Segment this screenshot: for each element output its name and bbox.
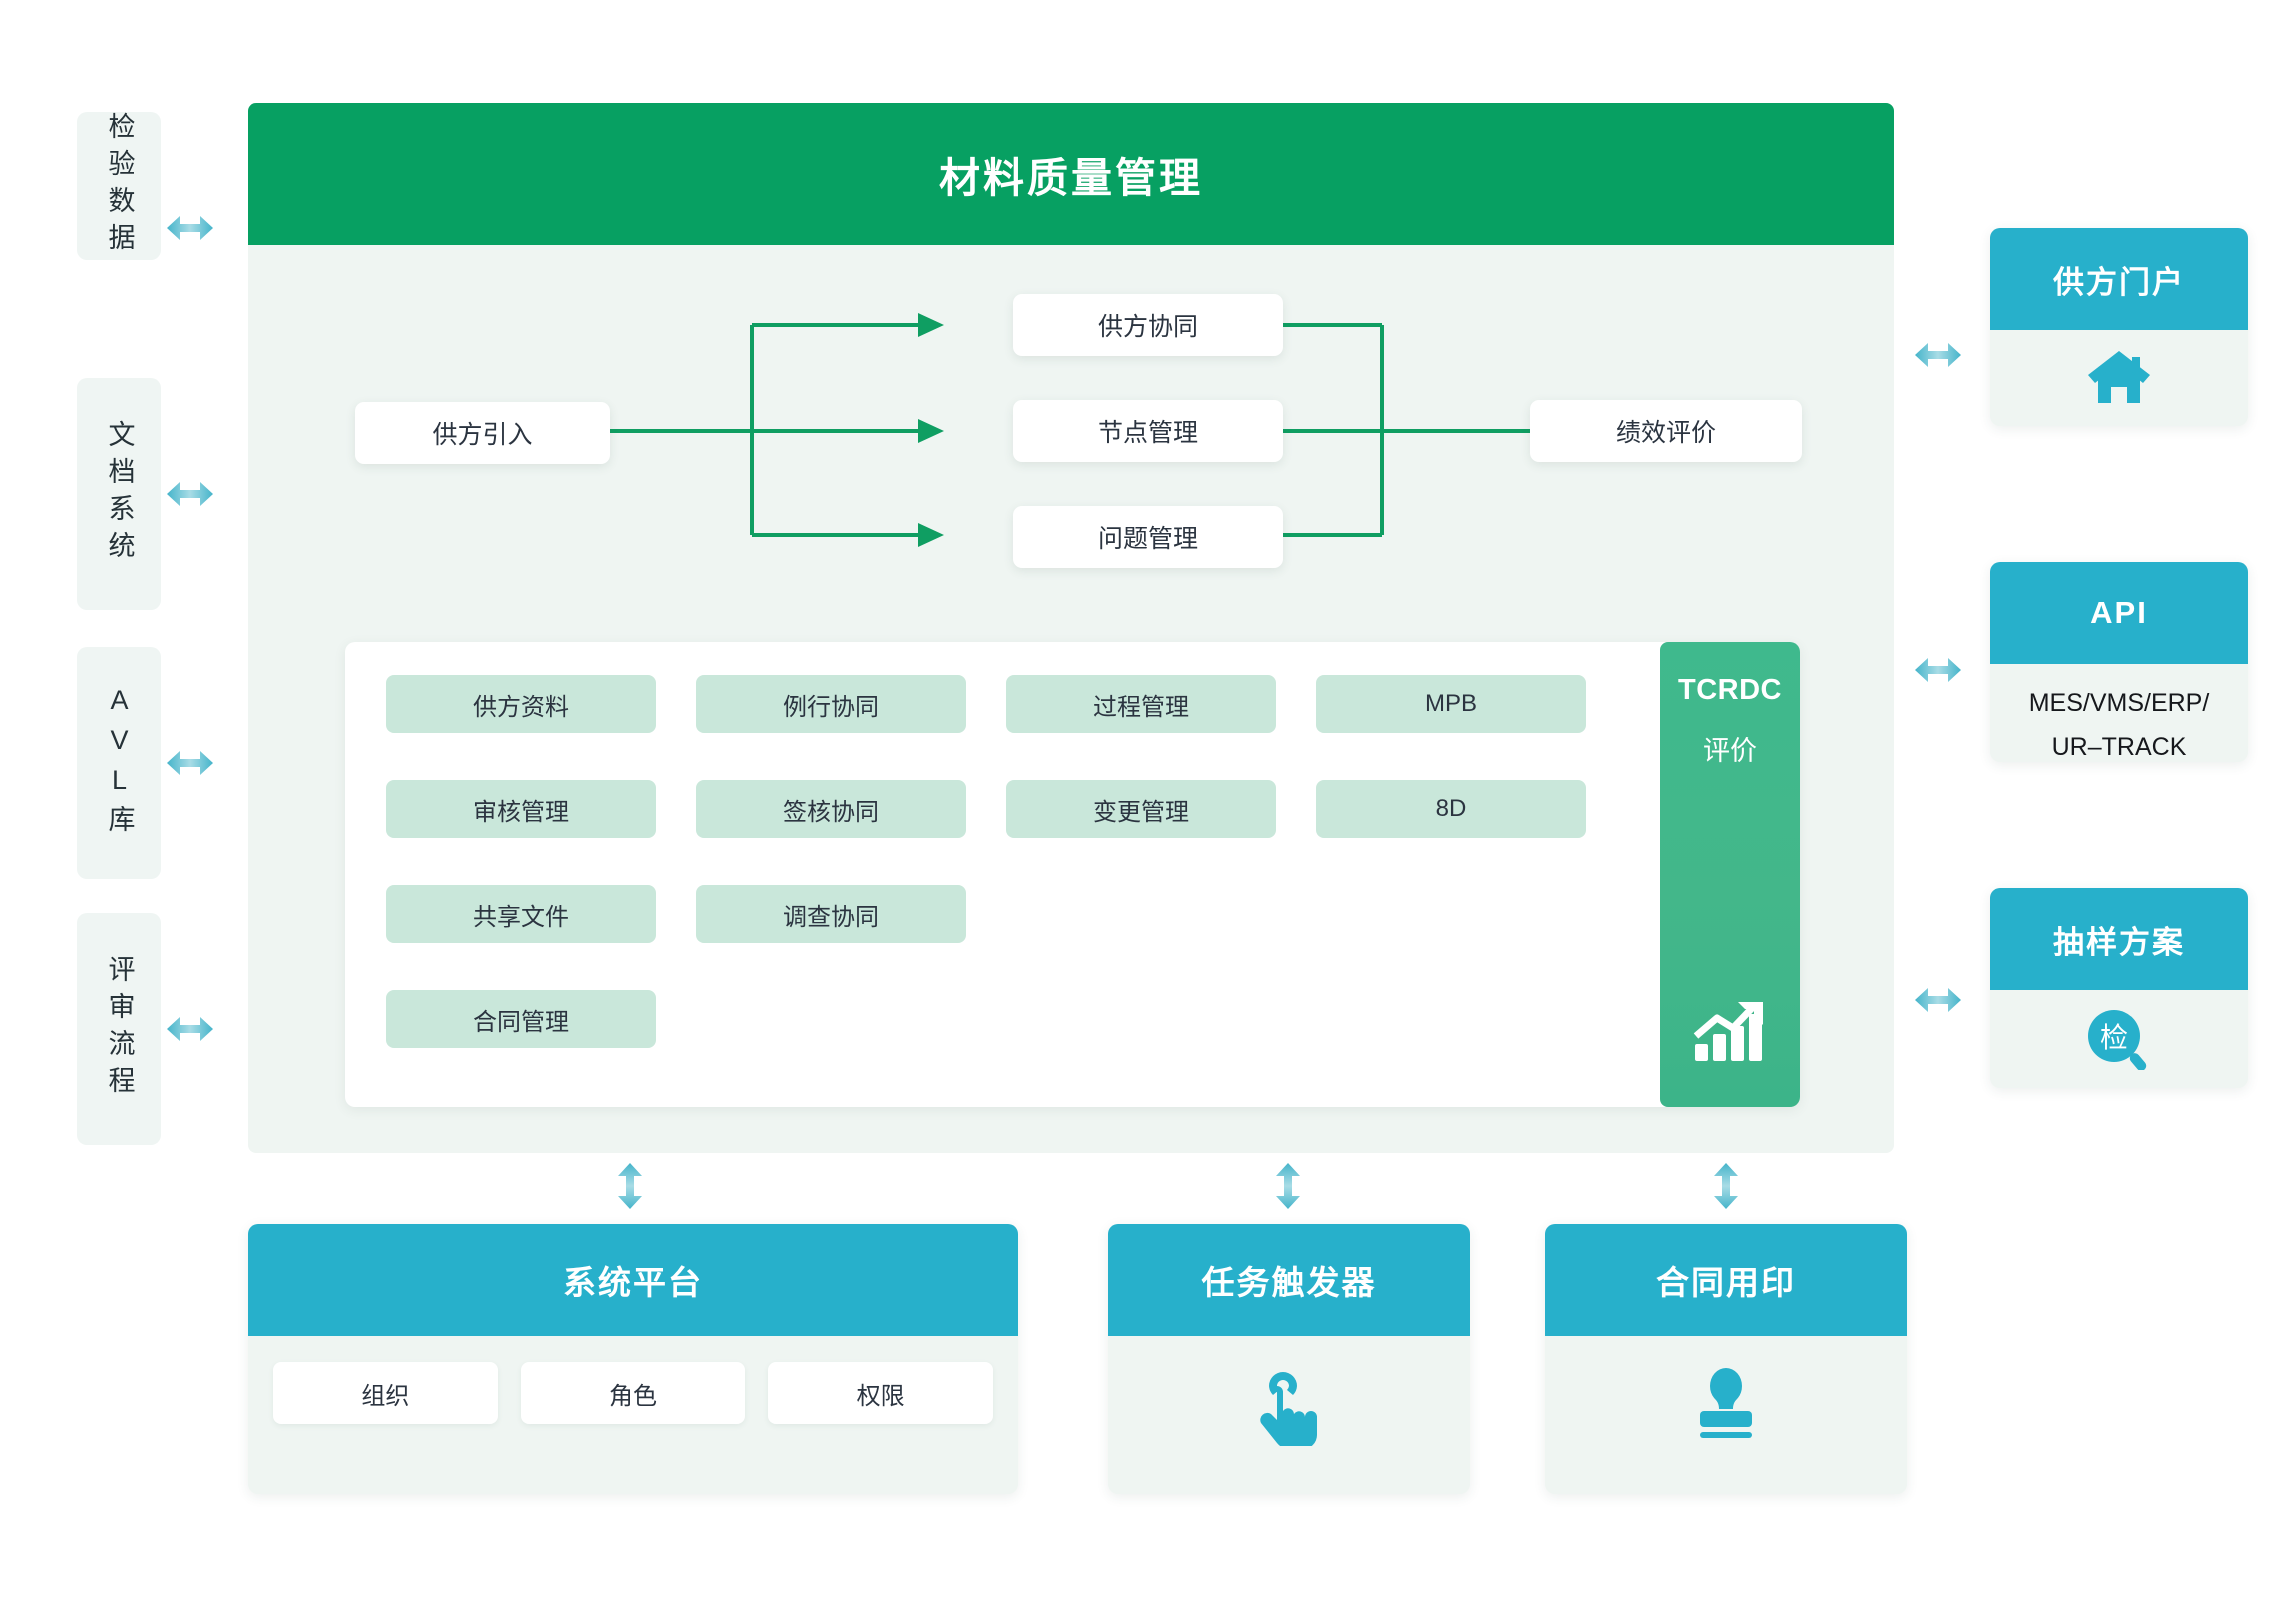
module-chip-label: 审核管理 [473,798,569,826]
module-chip[interactable]: 签核协同 [696,780,966,838]
bottom-panel-contract-seal[interactable]: 合同用印 [1545,1224,1907,1494]
double-arrow-icon [1273,1163,1303,1209]
double-arrow-icon [167,479,213,509]
sidebar-item-document-system[interactable]: 文档系统 [77,378,161,610]
double-arrow-icon [615,1163,645,1209]
sidebar-item-label: 检验数据 [104,112,135,260]
right-panel-body [1990,330,2248,426]
bottom-panel-system-platform[interactable]: 系统平台 组织 角色 权限 [248,1224,1018,1494]
double-arrow-icon [1915,985,1961,1015]
module-chip[interactable]: MPB [1316,675,1586,733]
bottom-panel-icon-area [1108,1336,1470,1481]
module-chip-label: 签核协同 [783,798,879,826]
module-chip[interactable]: 供方资料 [386,675,656,733]
right-panel-body: MES/VMS/ERP/ UR–TRACK [1990,664,2248,762]
module-chip[interactable]: 8D [1316,780,1586,838]
bottom-panel-title: 任务触发器 [1108,1224,1470,1336]
magnifier-inspect-icon: 检 [2085,1008,2153,1071]
stamp-icon [1686,1362,1766,1447]
module-chip-label: MPB [1424,690,1477,717]
page-title-bar: 材料质量管理 [248,103,1894,245]
sidebar-item-inspection-data[interactable]: 检验数据 [77,112,161,260]
platform-chip[interactable]: 角色 [520,1362,746,1424]
page-title: 材料质量管理 [939,155,1203,201]
module-chip[interactable]: 变更管理 [1006,780,1276,838]
right-panel-title: 抽样方案 [1990,888,2248,990]
bottom-panel-title: 系统平台 [248,1224,1018,1336]
flow-node-supplier-collab[interactable]: 供方协同 [1013,294,1283,356]
module-chip-label: 共享文件 [473,903,569,931]
tcrdc-subtitle: 评价 [1703,736,1757,766]
double-arrow-icon [167,748,213,778]
tcrdc-panel[interactable]: TCRDC 评价 [1660,642,1800,1107]
sidebar-item-label: AVL库 [104,684,135,842]
sidebar-item-review-process[interactable]: 评审流程 [77,913,161,1145]
sidebar-item-avl-library[interactable]: AVL库 [77,647,161,879]
right-panel-api[interactable]: API MES/VMS/ERP/ UR–TRACK [1990,562,2248,762]
magnifier-icon-label: 检 [2099,1022,2128,1053]
flow-node-label: 绩效评价 [1615,419,1716,447]
module-chip-label: 调查协同 [783,903,879,931]
flow-node-label: 问题管理 [1097,525,1198,553]
flow-node-label: 节点管理 [1097,419,1198,447]
module-chip-label: 例行协同 [783,693,879,721]
module-chip-label: 8D [1435,795,1467,822]
platform-chip-label: 权限 [856,1382,905,1410]
module-chip-label: 过程管理 [1093,693,1189,721]
platform-chip[interactable]: 组织 [273,1362,498,1424]
module-chip[interactable]: 共享文件 [386,885,656,943]
tcrdc-title: TCRDC [1678,674,1782,706]
module-card: 供方资料 审核管理 共享文件 合同管理 例行协同 签核协同 调查协同 过程管理 … [345,642,1800,1107]
platform-chip[interactable]: 权限 [768,1362,994,1424]
module-chip[interactable]: 合同管理 [386,990,656,1048]
module-chip-label: 变更管理 [1093,798,1189,826]
right-panel-body: 检 [1990,990,2248,1088]
flow-node-source[interactable]: 供方引入 [355,402,610,464]
right-panel-sampling-plan[interactable]: 抽样方案 检 [1990,888,2248,1088]
flow-node-performance-eval[interactable]: 绩效评价 [1530,400,1802,462]
bottom-panel-title: 合同用印 [1545,1224,1907,1336]
module-chip[interactable]: 审核管理 [386,780,656,838]
home-icon [2086,347,2152,410]
double-arrow-icon [1915,655,1961,685]
double-arrow-icon [1915,340,1961,370]
right-panel-title: 供方门户 [1990,228,2248,330]
flow-node-label: 供方引入 [432,421,533,449]
api-systems-line-2: UR–TRACK [2051,732,2187,761]
trending-up-bar-chart-icon [1693,1000,1767,1067]
sidebar-item-label: 评审流程 [104,955,135,1103]
module-chip[interactable]: 过程管理 [1006,675,1276,733]
module-chip-label: 合同管理 [473,1008,569,1036]
flow-node-issue-management[interactable]: 问题管理 [1013,506,1283,568]
double-arrow-icon [1711,1163,1741,1209]
right-panel-title: API [1990,562,2248,664]
flow-node-node-management[interactable]: 节点管理 [1013,400,1283,462]
double-arrow-icon [167,1014,213,1044]
double-arrow-icon [167,213,213,243]
platform-chip-label: 组织 [361,1382,410,1410]
module-chip[interactable]: 例行协同 [696,675,966,733]
sidebar-item-label: 文档系统 [104,420,135,568]
api-systems-line-1: MES/VMS/ERP/ [2028,689,2210,717]
flow-node-label: 供方协同 [1097,313,1198,341]
platform-chip-label: 角色 [609,1382,657,1410]
module-chip[interactable]: 调查协同 [696,885,966,943]
bottom-panel-chips: 组织 角色 权限 [248,1336,1018,1454]
tap-gesture-icon [1253,1362,1325,1451]
right-panel-supplier-portal[interactable]: 供方门户 [1990,228,2248,426]
bottom-panel-icon-area [1545,1336,1907,1477]
module-chip-label: 供方资料 [473,693,569,721]
bottom-panel-task-trigger[interactable]: 任务触发器 [1108,1224,1470,1494]
